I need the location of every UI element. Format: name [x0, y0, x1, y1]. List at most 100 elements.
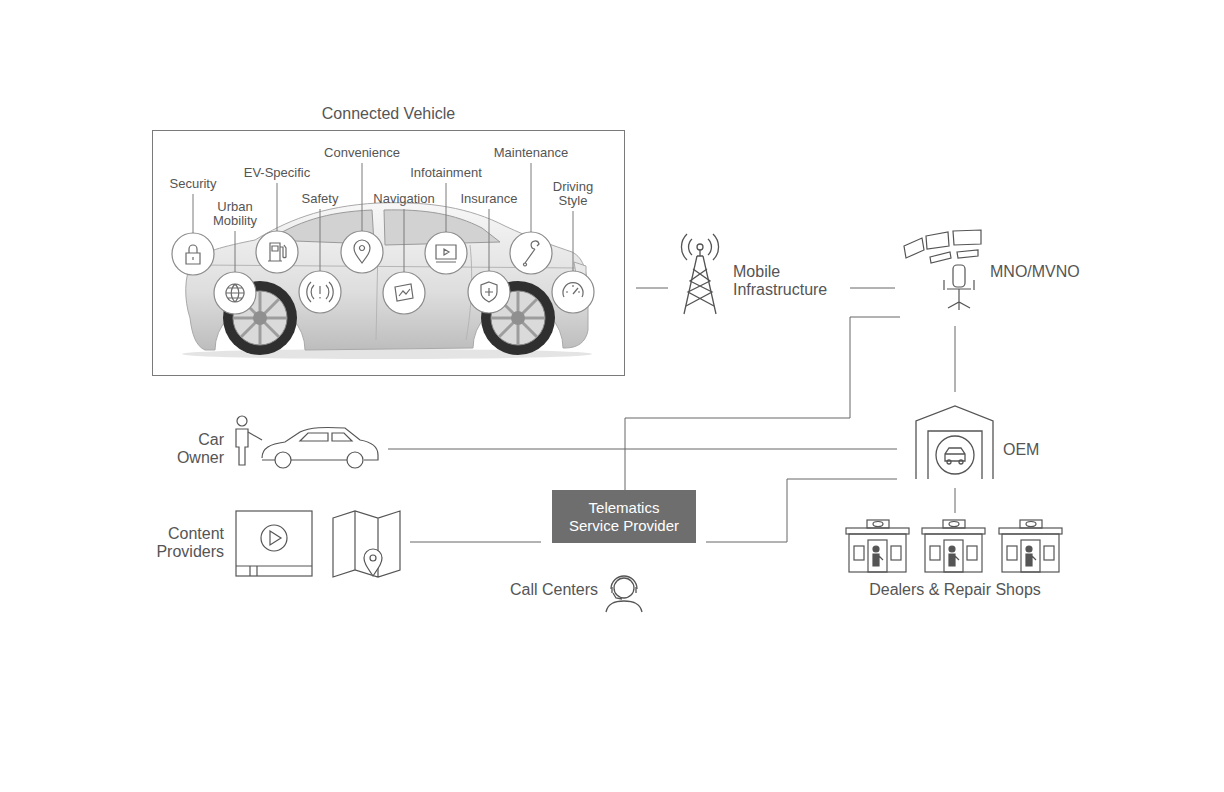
operator-node: MNO/MVNO [900, 228, 1090, 320]
service-icon [186, 245, 200, 264]
icon-circle-outline [552, 271, 594, 313]
icon-circle-outline [424, 231, 468, 275]
service-icon [524, 241, 539, 266]
owner-icon [347, 452, 363, 468]
node-label: Convenience [312, 146, 412, 160]
tower-icon [686, 269, 714, 306]
node-label: Maintenance [481, 146, 581, 160]
owner-icon [300, 433, 352, 441]
node-label: Mobile Infrastructure [733, 263, 858, 299]
leader-line [531, 163, 532, 232]
operator-icon [904, 230, 981, 310]
connector-line [955, 488, 956, 513]
dealer-shop-icons [1026, 546, 1032, 552]
dealer-shop-icons [999, 520, 1062, 572]
content-node: Content Providers [142, 508, 400, 578]
leader-line [235, 231, 236, 272]
icon-circle-outline [256, 231, 298, 273]
dealer-shop-icons [943, 520, 965, 528]
dealer-shop-icons [922, 520, 985, 572]
icon-circle-outline [341, 231, 383, 273]
icon-circle-outline [214, 272, 256, 314]
node-label: Security [143, 177, 243, 191]
leader-line [320, 209, 321, 271]
tower-icon [699, 250, 700, 256]
icon-circle-outline [509, 231, 553, 275]
dealer-shop-icons [846, 520, 909, 572]
leader-line [573, 211, 574, 271]
tower-icon [697, 244, 703, 250]
operator-icon [944, 280, 974, 310]
service-icon [268, 243, 286, 261]
process-box: Telematics Service Provider [552, 490, 696, 543]
node-label: MNO/MVNO [990, 263, 1090, 281]
icon-circle: Safety [298, 270, 342, 314]
oem-icon [945, 448, 965, 461]
leader-line [277, 183, 278, 231]
content-icons [364, 549, 382, 576]
leader-line [404, 209, 405, 272]
dealer-shop-icons [868, 540, 887, 572]
leader-line [193, 194, 194, 233]
oem-icon [928, 431, 982, 479]
dealer-shop-icons [846, 520, 1062, 572]
leader-line [362, 163, 363, 231]
dealer-shop-icons [873, 522, 883, 527]
node-label: EV-Specific [227, 166, 327, 180]
icon-circle: Navigation [382, 271, 426, 315]
dealer-node: Dealers & Repair Shops [843, 516, 1067, 602]
oem-icon [916, 406, 993, 479]
dealer-shop-icons [922, 528, 985, 534]
node-label: Call Centers [502, 581, 598, 599]
node-label: Content Providers [144, 525, 224, 561]
node-label: Dealers & Repair Shops [843, 581, 1067, 599]
connector-line [625, 317, 900, 490]
content-icons [333, 511, 400, 577]
content-icons [270, 531, 281, 545]
service-icon [307, 282, 333, 302]
icon-circle-outline [510, 232, 552, 274]
connector-line [850, 288, 895, 289]
tower-icon [681, 234, 718, 314]
icon-circle-outline [298, 270, 342, 314]
service-icon [563, 283, 583, 297]
icon-circle: Security [171, 232, 215, 276]
dealer-shop-icons [1002, 534, 1059, 572]
icon-circle-outline [299, 271, 341, 313]
icon-circle: EV-Specific [255, 230, 299, 274]
service-icon [481, 282, 497, 302]
node-label: Connected Vehicle [152, 105, 625, 123]
icon-circle-outline [213, 271, 257, 315]
node-label: Urban Mobility [205, 200, 265, 228]
service-icon [226, 284, 244, 302]
car-illustration [511, 311, 525, 325]
dealer-shop-icons [949, 522, 959, 527]
dealer-shop-icons [867, 520, 889, 528]
leader-line [446, 183, 447, 232]
icon-circle-outline [551, 270, 595, 314]
icon-circle-outline [255, 230, 299, 274]
connector-line [955, 326, 956, 392]
dealer-shop-icons [1020, 520, 1042, 528]
node-label: Insurance [439, 192, 539, 206]
node-label: Telematics Service Provider [565, 499, 683, 535]
dealer-shop-icons [1026, 522, 1036, 527]
content-icons [236, 511, 312, 576]
icon-circle-outline [383, 272, 425, 314]
service-icon [395, 284, 413, 301]
connector-line [636, 288, 668, 289]
dealer-shop-icons [1026, 554, 1036, 566]
operator-icon [904, 230, 981, 263]
node-label: Driving Style [545, 180, 601, 208]
connector-line [388, 449, 897, 450]
service-icon [436, 245, 456, 262]
oem-node: OEM [912, 403, 1047, 481]
tower-icon [684, 256, 716, 314]
icon-circle: Maintenance [509, 231, 553, 275]
oem-icon [936, 436, 974, 474]
connector-line [410, 542, 541, 543]
content-icons [370, 555, 376, 561]
